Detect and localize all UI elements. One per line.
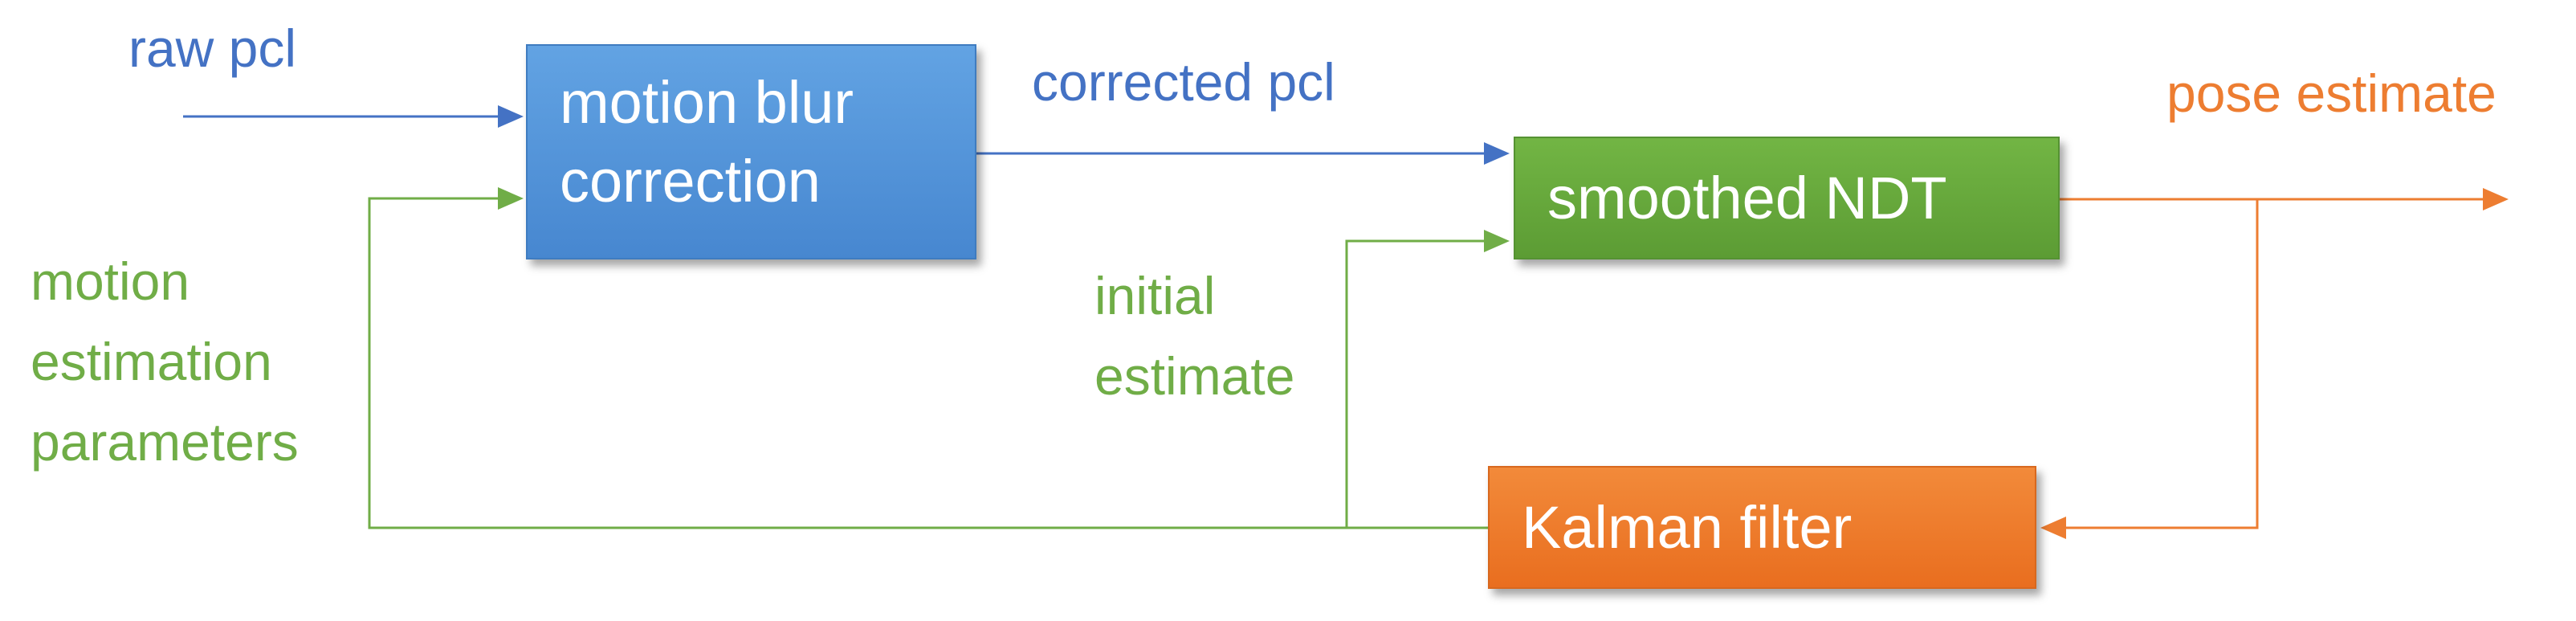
raw-pcl-label: raw pcl	[128, 18, 297, 78]
motion-params-line2: estimation	[31, 332, 272, 391]
edge-pose-to-kalman	[2040, 199, 2259, 539]
edge-corrected-pcl	[976, 142, 1510, 165]
edge-raw-pcl	[183, 105, 524, 128]
initial-estimate-line1: initial	[1094, 266, 1216, 325]
motion-params-line3: parameters	[31, 412, 299, 472]
pose-estimate-label: pose estimate	[2166, 63, 2497, 123]
initial-estimate-line2: estimate	[1094, 346, 1295, 406]
kalman-filter-label: Kalman filter	[1522, 494, 1853, 561]
motion-blur-line1: motion blur	[560, 69, 854, 136]
motion-blur-line2: correction	[560, 148, 821, 214]
kalman-filter-node: Kalman filter	[1488, 466, 2036, 589]
motion-blur-correction-node: motion blur correction	[526, 44, 976, 259]
smoothed-ndt-node: smoothed NDT	[1514, 137, 2060, 259]
motion-params-line1: motion	[31, 251, 190, 311]
corrected-pcl-label: corrected pcl	[1032, 52, 1335, 112]
edge-pose-estimate	[2060, 188, 2509, 210]
edge-initial-estimate	[1345, 230, 1510, 529]
smoothed-ndt-label: smoothed NDT	[1547, 165, 1947, 231]
initial-estimate-label: initial estimate	[1094, 255, 1294, 416]
motion-params-label: motion estimation parameters	[31, 241, 299, 482]
edge-motion-params	[368, 187, 1488, 529]
